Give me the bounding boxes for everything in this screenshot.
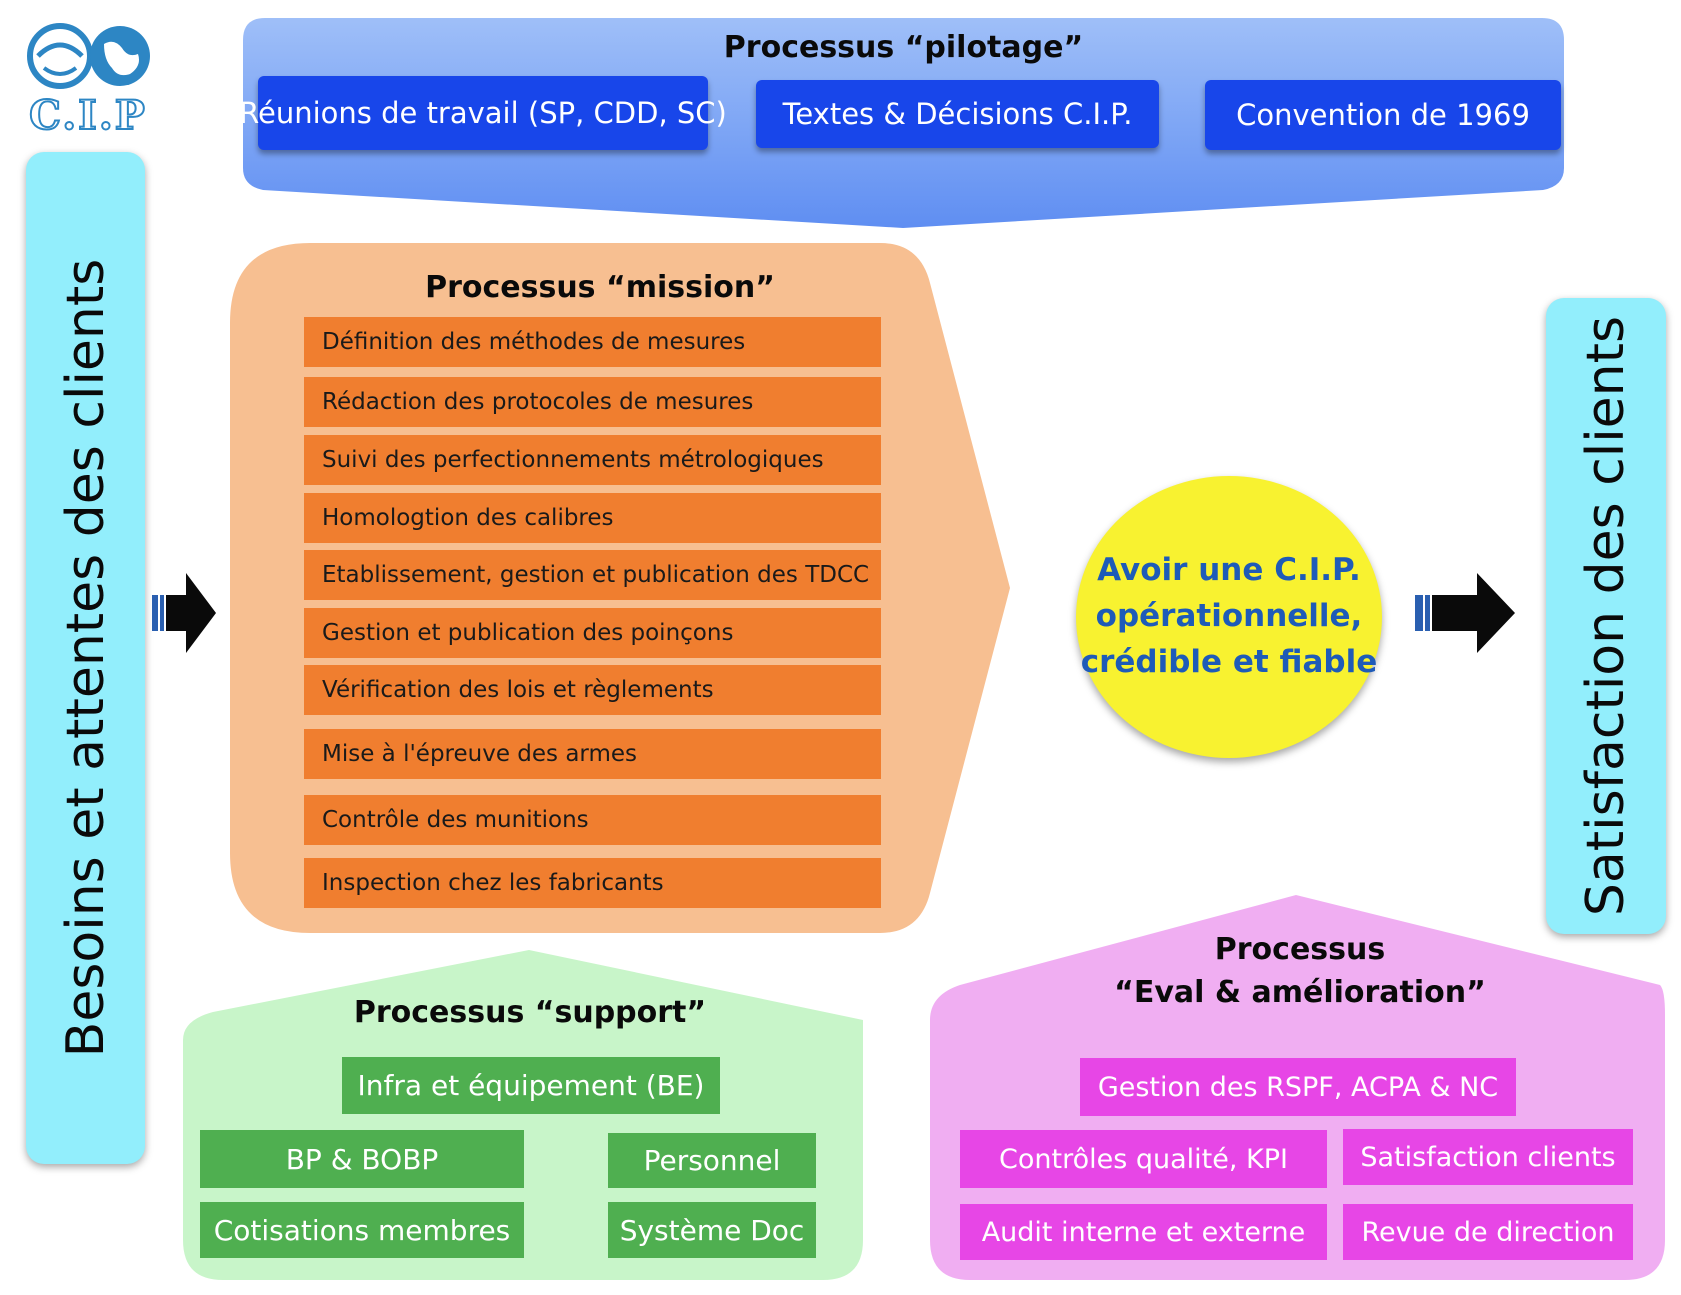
arrow-right-icon — [1415, 573, 1515, 653]
mission-item: Inspection chez les fabricants — [304, 858, 881, 908]
mission-title: Processus “mission” — [425, 270, 775, 305]
support-item: Système Doc — [608, 1202, 816, 1258]
support-panel — [183, 950, 863, 1280]
mission-item: Suivi des perfectionnements métrologique… — [304, 435, 881, 485]
cip-logo-icon — [27, 23, 150, 89]
evaluation-item: Audit interne et externe — [960, 1204, 1327, 1260]
mission-item: Vérification des lois et règlements — [304, 665, 881, 715]
support-item: Cotisations membres — [200, 1202, 524, 1258]
logo-text: C.I.P — [28, 91, 147, 140]
evaluation-item: Contrôles qualité, KPI — [960, 1130, 1327, 1188]
pilotage-item: Réunions de travail (SP, CDD, SC) — [239, 76, 727, 150]
evaluation-item: Revue de direction — [1343, 1204, 1633, 1260]
goal-text-line: Avoir une C.I.P. — [1097, 552, 1361, 588]
evaluation-item: Gestion des RSPF, ACPA & NC — [1080, 1058, 1516, 1116]
support-item: BP & BOBP — [200, 1130, 524, 1188]
goal-circle — [1076, 476, 1382, 758]
mission-item: Contrôle des munitions — [304, 795, 881, 845]
pilotage-title: Processus “pilotage” — [723, 30, 1084, 65]
pilotage-item: Convention de 1969 — [1205, 80, 1561, 150]
mission-item: Rédaction des protocoles de mesures — [304, 377, 881, 427]
evaluation-item: Satisfaction clients — [1343, 1129, 1633, 1185]
customer-satisfaction-label: Satisfaction des clients — [1576, 315, 1636, 917]
evaluation-subtitle: “Eval & amélioration” — [1114, 975, 1486, 1010]
pilotage-item: Textes & Décisions C.I.P. — [756, 80, 1159, 148]
support-item: Personnel — [608, 1133, 816, 1188]
support-item: Infra et équipement (BE) — [342, 1057, 720, 1114]
arrow-right-icon — [152, 573, 216, 653]
evaluation-title: Processus — [1214, 932, 1386, 967]
mission-item: Etablissement, gestion et publication de… — [304, 550, 881, 600]
mission-item: Gestion et publication des poinçons — [304, 608, 881, 658]
goal-text-line: opérationnelle, — [1095, 598, 1363, 634]
customer-needs-bar: Besoins et attentes des clients — [26, 152, 145, 1164]
support-title: Processus “support” — [353, 995, 707, 1030]
mission-item: Mise à l'épreuve des armes — [304, 729, 881, 779]
mission-item: Définition des méthodes de mesures — [304, 317, 881, 367]
mission-item: Homologtion des calibres — [304, 493, 881, 543]
customer-satisfaction-bar: Satisfaction des clients — [1546, 298, 1666, 934]
goal-text-line: crédible et fiable — [1080, 644, 1378, 680]
customer-needs-label: Besoins et attentes des clients — [55, 258, 116, 1058]
